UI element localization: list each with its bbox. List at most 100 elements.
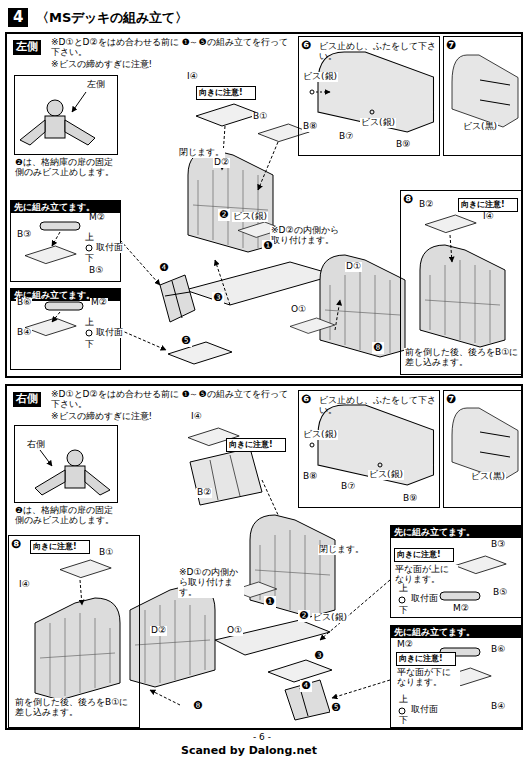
caution-box: 向きに注意! <box>30 540 90 554</box>
node-text: 向きに注意! <box>199 88 243 97</box>
part-label: B⑥ <box>490 645 506 655</box>
part-label: 下 <box>84 254 95 264</box>
part-label: - 6 - <box>252 733 272 743</box>
part-label: ※D①の内側から取り付けます。 <box>178 568 244 598</box>
part-label: ビス(黒) <box>462 122 498 132</box>
part-label: 上 <box>398 584 409 594</box>
part-label: 下 <box>398 606 409 616</box>
part-label: 右側 <box>26 440 46 450</box>
node-text: 先に組み立てます。 <box>391 626 522 638</box>
step-box: ❼ <box>443 36 522 156</box>
part-label: 上 <box>84 318 95 328</box>
node-text: ※D①とD②をはめ合わせる前に ❶～❺の組み立てを行って下さい。 <box>51 37 291 58</box>
part-label: B⑨ <box>402 494 418 504</box>
step-number: ❽ <box>403 193 413 207</box>
node-text: ※ビスの締めすぎに注意! <box>51 59 152 69</box>
part-label: 下 <box>84 340 95 350</box>
step-number: ❼ <box>446 39 456 53</box>
part-label: I④ <box>186 72 199 82</box>
caution-box: 向きに注意! <box>458 198 518 212</box>
part-label: M② <box>452 604 470 614</box>
node-text: ※D①とD②をはめ合わせる前に ❶～❺の組み立てを行って下さい。 <box>51 389 291 410</box>
part-label: ビス(銀) <box>302 430 338 440</box>
part-label: ビス(黒) <box>470 472 506 482</box>
node-text: ビス止めし、ふたをして下さい。 <box>319 41 437 62</box>
part-label: ビス(銀) <box>368 470 404 480</box>
inset-picture: ❷は、格納庫の扉の固定側のみビス止めします。 <box>14 425 118 503</box>
part-label: B④ <box>16 328 32 338</box>
step-number: ❼ <box>446 393 456 407</box>
part-label: B② <box>418 200 434 210</box>
node-text: 向きに注意! <box>33 542 77 551</box>
part-label: 取付面 <box>95 328 124 338</box>
part-label: ビス(銀) <box>302 72 338 82</box>
node-text: 向きに注意! <box>229 440 273 449</box>
step-box: ❼ <box>443 390 522 508</box>
step-box: ❻ ビス止めし、ふたをして下さい。 <box>298 36 440 156</box>
part-label: 取付面 <box>95 243 124 253</box>
part-label: M② <box>88 213 106 223</box>
step-number: ❻ <box>301 39 311 53</box>
part-label: 下 <box>398 716 409 726</box>
watermark: Scaned by Dalong.net <box>180 745 318 757</box>
caution-box: 向きに注意! <box>196 86 256 100</box>
part-label: D② <box>213 158 230 168</box>
callout-number: ❺ <box>180 335 192 347</box>
step-box: ❻ ビス止めし、ふたをして下さい。 <box>298 390 440 508</box>
side-label: 右側 <box>13 392 41 407</box>
part-label: ビス(銀) <box>312 613 348 623</box>
part-label: B⑦ <box>340 482 356 492</box>
part-label: ビス(銀) <box>232 212 268 222</box>
callout-number: ❹ <box>300 680 312 692</box>
part-label: 前を倒した後、後ろをB①に差し込みます。 <box>14 698 138 718</box>
part-label: B⑤ <box>492 588 508 598</box>
node-text: 向きに注意! <box>461 200 505 209</box>
callout-number: ❶ <box>264 596 276 608</box>
part-label: B④ <box>490 702 506 712</box>
caution-box: 向きに注意! <box>226 438 286 452</box>
node-text: ❷は、格納庫の扉の固定側のみビス止めします。 <box>15 158 121 178</box>
part-label: B③ <box>490 540 506 550</box>
node-text: ※ビスの締めすぎに注意! <box>51 411 152 421</box>
callout-number: ❹ <box>158 262 170 274</box>
part-label: B⑨ <box>395 140 411 150</box>
part-label: ビス(銀) <box>360 118 396 128</box>
part-label: I④ <box>190 412 203 422</box>
part-label: ※D②の内側から取り付けます。 <box>270 226 340 246</box>
part-label: 左側 <box>86 80 106 90</box>
node-text: 先に組み立てます。 <box>391 526 522 538</box>
callout-number: ❷ <box>218 209 230 221</box>
part-label: B② <box>196 488 212 498</box>
callout-number: ❷ <box>298 610 310 622</box>
callout-number: ❺ <box>330 702 342 714</box>
part-label: B⑧ <box>302 472 318 482</box>
part-label: 上 <box>84 233 95 243</box>
node-text: 向きに注意! <box>397 550 441 559</box>
caution-box: 向きに注意! <box>394 548 454 562</box>
part-label: 平な面が下になります。 <box>396 668 460 688</box>
section-panel: 左側 ※D①とD②をはめ合わせる前に ❶～❺の組み立てを行って下さい。※ビスの締め… <box>5 32 523 378</box>
node-text: ビス止めし、ふたをして下さい。 <box>319 395 437 416</box>
part-label: B⑦ <box>338 132 354 142</box>
part-label: 取付面 <box>410 705 439 715</box>
part-label: B⑧ <box>302 122 318 132</box>
part-label: 前を倒した後、後ろをB①に差し込みます。 <box>404 348 520 368</box>
part-label: B⑤ <box>88 266 104 276</box>
callout-number: ❸ <box>313 650 325 662</box>
callout-number: ❶ <box>262 240 274 252</box>
callout-number: ❽ <box>192 700 204 712</box>
node-text: ❷は、格納庫の扉の固定側のみビス止めします。 <box>15 506 121 526</box>
part-label: O① <box>226 626 243 636</box>
step-number: ❻ <box>301 393 311 407</box>
part-label: B⑥ <box>16 298 32 308</box>
step-number: ❽ <box>11 538 21 552</box>
part-label: 上 <box>398 695 409 705</box>
part-label: M② <box>396 640 414 650</box>
caution-box: 向きに注意! <box>396 652 456 666</box>
part-label: D① <box>345 262 362 272</box>
part-label: O① <box>290 305 307 315</box>
part-label: D② <box>150 626 167 636</box>
part-label: I④ <box>18 580 31 590</box>
part-label: 平な面が上になります。 <box>394 565 458 585</box>
part-label: B① <box>252 112 268 122</box>
